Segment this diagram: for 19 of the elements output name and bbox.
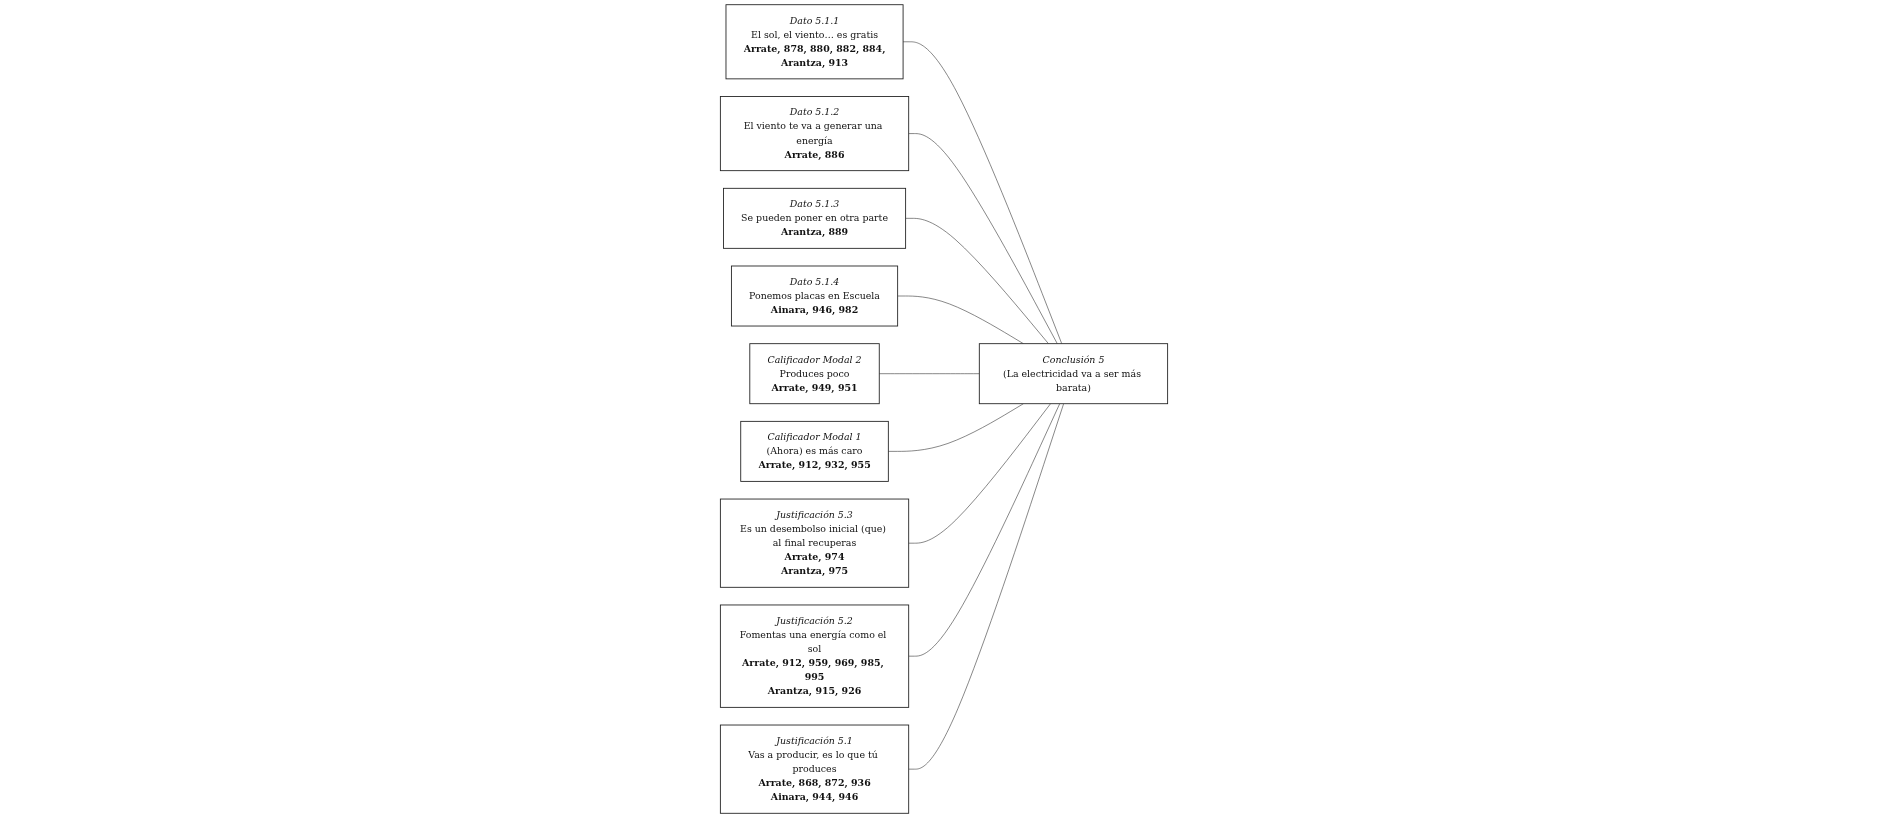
connector bbox=[878, 373, 980, 374]
node-box: Dato 5.1.3 Se pueden poner en otra parte Arantza, 889 bbox=[722, 187, 906, 249]
connector bbox=[907, 403, 1064, 770]
connector bbox=[907, 403, 1060, 657]
connector bbox=[904, 218, 1049, 344]
node-box: Justificación 5.2 Fomentas una energía como el sol Arrate, 912, 959, 969, 985, 995 Arantza, 915, 926 bbox=[719, 604, 909, 708]
connector bbox=[896, 295, 1024, 344]
node-box: Dato 5.1.1 El sol, el viento… es gratis Arrate, 878, 880, 882, 884, Arantza, 913 bbox=[725, 4, 904, 80]
node-box: Dato 5.1.2 El viento te va a generar una energía Arrate, 886 bbox=[719, 96, 909, 172]
node-box: Justificación 5.3 Es un desembolso inicial (que) al final recuperas Arrate, 974 Arantza, 975 bbox=[719, 498, 909, 588]
connector bbox=[907, 403, 1051, 544]
node-box: Calificador Modal 1 (Ahora) es más caro Arrate, 912, 932, 955 bbox=[739, 420, 889, 482]
node-box: Dato 5.1.4 Ponemos placas en Escuela Ainara, 946, 982 bbox=[730, 265, 898, 327]
connector bbox=[902, 41, 1062, 344]
node-box: Conclusión 5 (La electricidad va a ser más barata) bbox=[978, 343, 1168, 405]
connector bbox=[887, 403, 1024, 452]
node-box: Calificador Modal 2 Produces poco Arrate, 949, 951 bbox=[748, 343, 880, 405]
node-box: Justificación 5.1 Vas a producir, es lo que tú produces Arrate, 868, 872, 936 Ainara, 944, 946 bbox=[719, 724, 909, 814]
connector bbox=[907, 133, 1058, 344]
